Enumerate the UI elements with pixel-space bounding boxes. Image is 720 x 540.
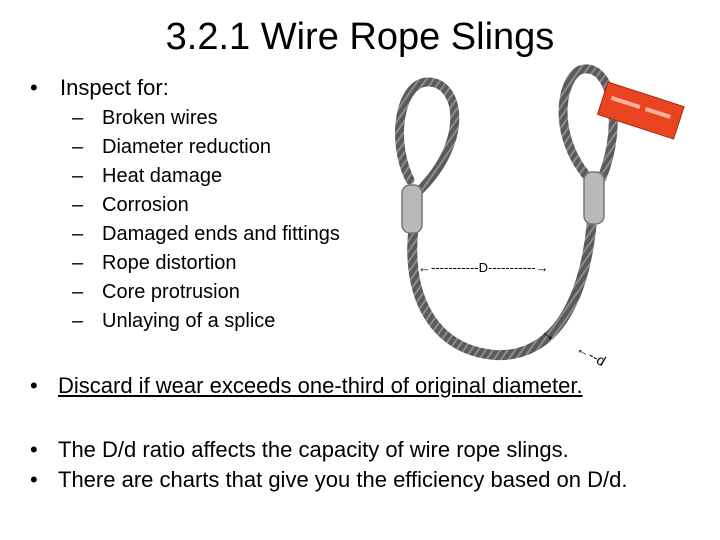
inspect-list: –Broken wires –Diameter reduction –Heat … [72, 104, 340, 336]
wire-rope-sling-illustration: ←-----------D-----------→ → ←--d [395, 64, 685, 369]
list-item: –Unlaying of a splice [72, 307, 340, 336]
list-item: –Damaged ends and fittings [72, 220, 340, 249]
orange-tag [596, 81, 685, 140]
slide-title: 3.2.1 Wire Rope Slings [165, 16, 555, 58]
dash-icon: – [72, 223, 84, 245]
right-eye-loop [558, 64, 618, 190]
big-d-label: ←-----------D-----------→ [418, 260, 549, 275]
dash-icon: – [72, 107, 84, 129]
inspect-heading: Inspect for: [60, 75, 169, 100]
right-sleeve [583, 171, 605, 225]
dash-icon: – [72, 310, 84, 332]
bullet-icon: • [30, 373, 38, 398]
charts-text: There are charts that give you the effic… [58, 467, 628, 492]
list-item: –Diameter reduction [72, 133, 340, 162]
bullet-icon: • [30, 75, 38, 100]
charts-bullet: • There are charts that give you the eff… [30, 466, 684, 494]
list-item: –Heat damage [72, 162, 340, 191]
inspect-bullet: • Inspect for: [30, 74, 169, 102]
rope-body [407, 215, 597, 361]
list-item: –Rope distortion [72, 249, 340, 278]
left-sleeve [401, 184, 423, 234]
dash-icon: – [72, 136, 84, 158]
dash-icon: – [72, 194, 84, 216]
list-item: –Core protrusion [72, 278, 340, 307]
dash-icon: – [72, 165, 84, 187]
discard-bullet: • Discard if wear exceeds one-third of o… [30, 372, 583, 400]
discard-text: Discard if wear exceeds one-third of ori… [58, 373, 583, 398]
bullet-icon: • [30, 437, 38, 462]
small-d-label: ←--d [574, 340, 609, 369]
bullet-icon: • [30, 467, 38, 492]
dash-icon: – [72, 281, 84, 303]
small-d-arrow: → [537, 323, 560, 346]
dd-ratio-bullet: • The D/d ratio affects the capacity of … [30, 436, 569, 464]
dash-icon: – [72, 252, 84, 274]
left-eye-loop [395, 77, 460, 195]
list-item: –Corrosion [72, 191, 340, 220]
dd-ratio-text: The D/d ratio affects the capacity of wi… [58, 437, 569, 462]
list-item: –Broken wires [72, 104, 340, 133]
